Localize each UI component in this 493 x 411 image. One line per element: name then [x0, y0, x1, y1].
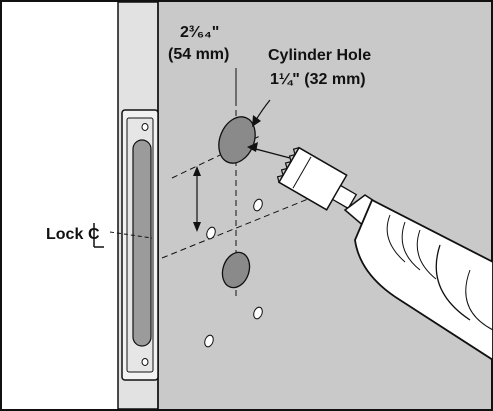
centerline-symbol: C — [88, 223, 104, 248]
lock-centerline — [161, 194, 319, 259]
backset-dimension — [193, 68, 237, 232]
hole-saw-drill-icon — [276, 146, 493, 362]
latch-faceplate-icon — [121, 109, 159, 381]
screw-holes — [204, 198, 263, 348]
cylinder-size-label: 1¼" (32 mm) — [270, 71, 366, 88]
cylinder-leader-arrow — [252, 99, 271, 127]
cylinder-hole-bottom — [221, 251, 251, 289]
lock-centerline-leader — [109, 231, 153, 239]
drill-direction-arrow — [247, 142, 291, 159]
backset-fraction-label: 2³⁄₆₄" — [180, 24, 219, 41]
cylinder-title-label: Cylinder Hole — [268, 47, 371, 64]
lock-label: Lock — [46, 226, 83, 243]
backset-mm-label: (54 mm) — [168, 46, 229, 63]
